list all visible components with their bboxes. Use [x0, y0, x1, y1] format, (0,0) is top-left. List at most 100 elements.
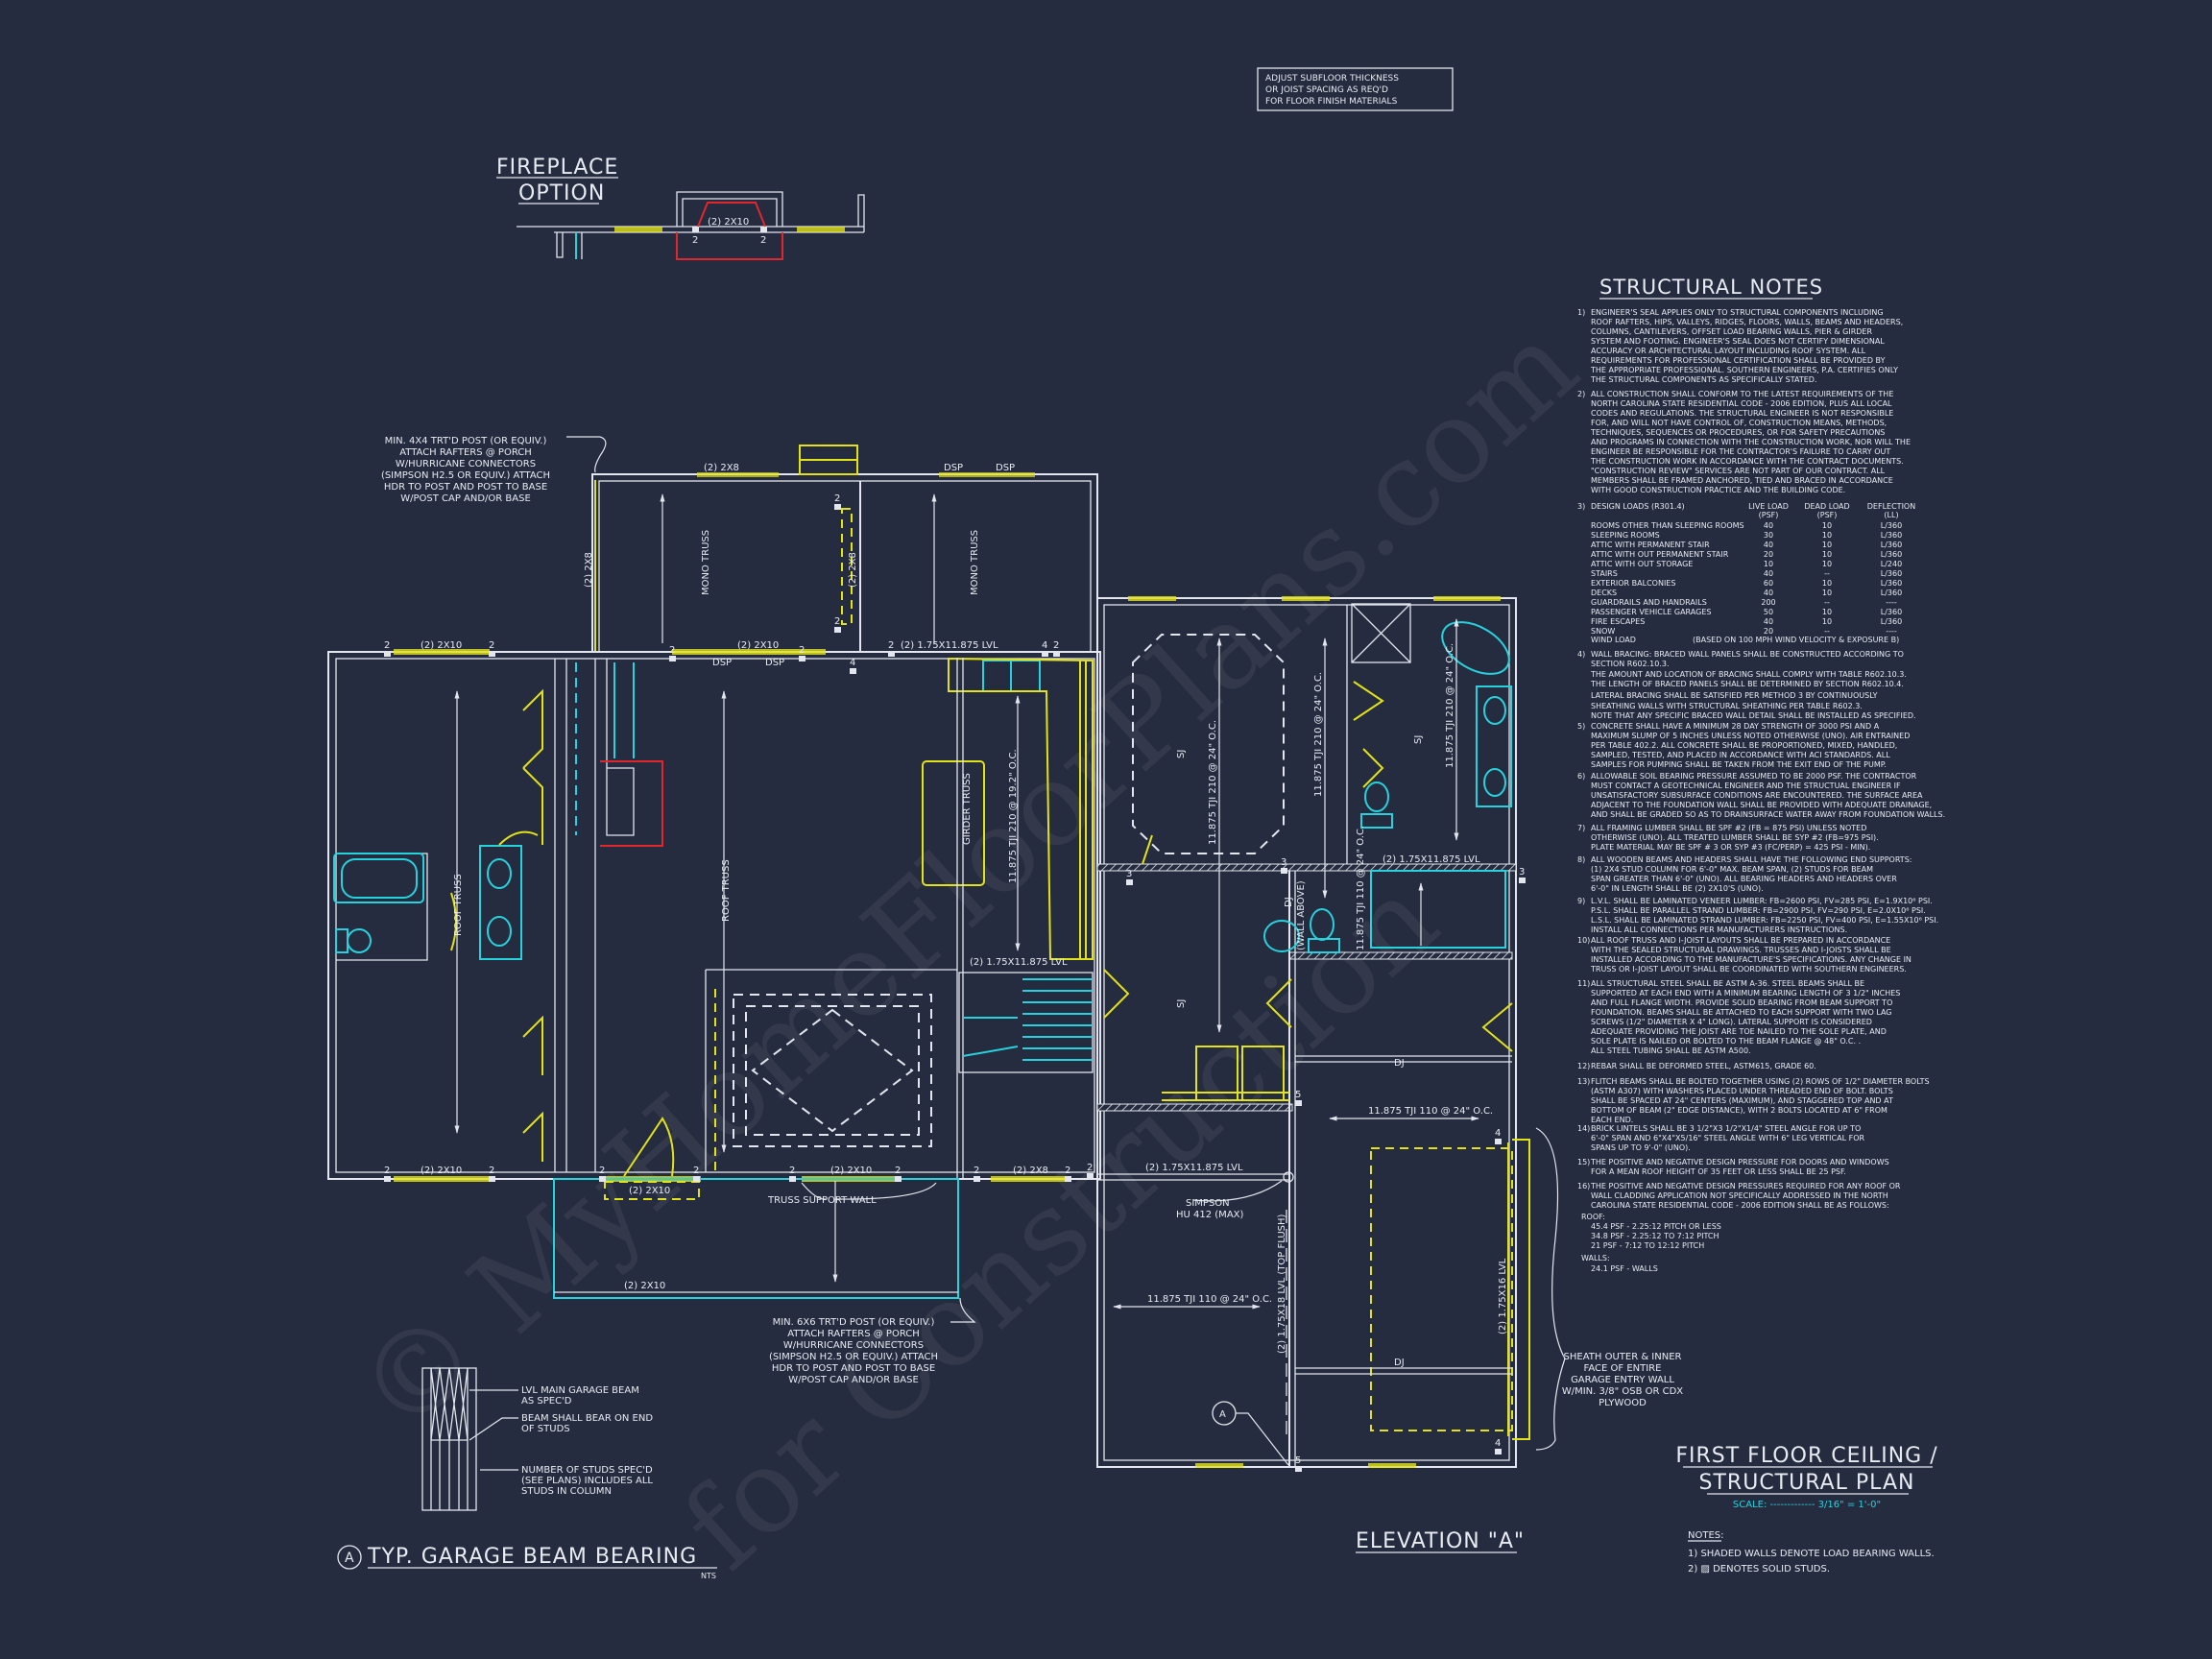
beam-label: (2) 1.75x11.875 LVL	[901, 640, 998, 651]
note-line: 21 PSF - 7:12 TO 12:12 PITCH	[1591, 1241, 1704, 1250]
table-header: (PSF)	[1817, 511, 1838, 519]
note-number: 6)	[1577, 772, 1585, 781]
beam-label: (2) 1.75x11.875 LVL	[1145, 1163, 1243, 1173]
note-line: 24.1 PSF - WALLS	[1591, 1264, 1658, 1273]
dsp-label: DSP	[996, 463, 1015, 473]
structural-notes: STRUCTURAL NOTES 1)ENGINEER'S SEAL APPLI…	[1577, 276, 1945, 1273]
table-cell: ATTIC WITH PERMANENT STAIR	[1591, 541, 1710, 549]
solid-stud-marker	[489, 1176, 495, 1182]
note-line: ADEQUATE PROVIDING THE JOIST ARE TOE NAI…	[1591, 1027, 1887, 1036]
note-line: PER TABLE 402.2. ALL CONCRETE SHALL BE P…	[1591, 741, 1897, 750]
note-line: TRUSS OR I-JOIST LAYOUT SHALL BE COORDIN…	[1590, 965, 1907, 974]
mono-truss-label: MONO TRUSS	[970, 530, 980, 595]
girder-truss-label: GIRDER TRUSS	[962, 773, 973, 845]
note-line: NORTH CAROLINA STATE RESIDENTIAL CODE - …	[1591, 399, 1892, 408]
detail-label: LVL MAIN GARAGE BEAM	[521, 1385, 639, 1396]
detail-label: NUMBER OF STUDS SPEC'D	[521, 1465, 653, 1476]
note-line: SHEATHING WALLS WITH STRUCTURAL SHEATHIN…	[1591, 702, 1863, 710]
note-number: 1)	[1577, 308, 1585, 317]
table-cell: L/360	[1881, 541, 1902, 549]
note-number: 9)	[1577, 897, 1585, 905]
stud-count: 2	[789, 1166, 795, 1176]
note-line: P.S.L. SHALL BE PARALLEL STRAND LUMBER: …	[1591, 906, 1926, 915]
note-line: 2) ▨ DENOTES SOLID STUDS.	[1688, 1564, 1830, 1575]
stud-count: 2	[974, 1166, 979, 1176]
note-line: MIN. 6x6 TRT'D POST (OR EQUIV.)	[773, 1317, 935, 1328]
stud-count: 2	[834, 493, 840, 504]
table-cell: L/360	[1881, 608, 1902, 616]
note-line: LATERAL BRACING SHALL BE SATISFIED PER M…	[1591, 691, 1878, 700]
truss-support-wall-label: TRUSS SUPPORT WALL	[767, 1195, 877, 1206]
table-cell: 10	[1822, 579, 1832, 588]
note-line: AND PROGRAMS IN CONNECTION WITH THE CONS…	[1591, 438, 1911, 446]
note-line: OR JOIST SPACING AS REQ'D	[1265, 85, 1388, 95]
note-number: 5)	[1577, 722, 1585, 731]
note-number: 8)	[1577, 855, 1585, 864]
detail-title: TYP. GARAGE BEAM BEARING	[367, 1545, 697, 1569]
stud-count: 5	[1295, 1455, 1301, 1466]
solid-stud-marker	[669, 656, 676, 661]
table-cell: --	[1824, 569, 1830, 578]
note-line: WALL BRACING: BRACED WALL PANELS SHALL B…	[1591, 650, 1904, 659]
roof-truss-label: ROOF TRUSS	[453, 874, 464, 936]
note-line: AND SHALL BE GRADED SO AS TO DRAINSURFAC…	[1591, 810, 1945, 819]
stud-count: 4	[1042, 640, 1047, 651]
table-cell: FIRE ESCAPES	[1591, 617, 1645, 626]
wall-above-label: (WALL ABOVE)	[1296, 880, 1307, 950]
note-line: WALLS:	[1581, 1254, 1610, 1262]
dj-label: DJ	[1394, 1358, 1405, 1368]
note-line: TECHNIQUES, SEQUENCES OR PROCEDURES, OR …	[1590, 428, 1885, 437]
note-line: ADJACENT TO THE FOUNDATION WALL SHALL BE…	[1591, 801, 1932, 809]
table-cell: L/360	[1881, 617, 1902, 626]
subfloor-note: ADJUST SUBFLOOR THICKNESS OR JOIST SPACI…	[1257, 67, 1454, 111]
note-line: w/POST CAP AND/OR BASE	[400, 493, 531, 504]
note-line: FOUNDATION. BEAMS SHALL BE ATTACHED TO E…	[1591, 1008, 1892, 1017]
table-header: (LL)	[1884, 511, 1898, 519]
solid-stud-marker	[1495, 1139, 1502, 1144]
table-cell: SNOW	[1591, 627, 1615, 636]
front-porch-post-note: MIN. 6x6 TRT'D POST (OR EQUIV.) ATTACH R…	[769, 1297, 976, 1385]
stud-count: 2	[1087, 1163, 1093, 1173]
table-title: DESIGN LOADS (R301.4)	[1591, 502, 1685, 511]
note-line: SPAN GREATER THAN 6'-0" (UNO). ALL BEARI…	[1591, 875, 1897, 883]
table-cell: 40	[1764, 617, 1773, 626]
header-label: (2) 2x8	[704, 463, 739, 473]
solid-stud-marker	[599, 1176, 606, 1182]
note-line: INSTALL ALL CONNECTIONS PER MANUFACTURER…	[1591, 926, 1847, 934]
note-line: FOR FLOOR FINISH MATERIALS	[1265, 97, 1398, 107]
note-line: WITH GOOD CONSTRUCTION PRACTICE AND THE …	[1591, 486, 1845, 494]
header-label: (2) 2x8	[848, 552, 858, 588]
notes-heading: NOTES:	[1688, 1530, 1724, 1541]
note-line: SHALL BE SPACED AT 24" CENTERS (MAXIMUM)…	[1591, 1096, 1893, 1105]
note-line: ALL FRAMING LUMBER SHALL BE SPF #2 (Fb =…	[1591, 824, 1866, 832]
header-label: (2) 2x10	[421, 640, 462, 651]
note-line: EACH END.	[1591, 1116, 1633, 1124]
stud-count: 2	[888, 640, 894, 651]
beam-label: (2) 1.75x11.875 LVL	[970, 957, 1068, 968]
solid-stud-marker	[384, 651, 391, 657]
table-header: DEFLECTION	[1867, 502, 1915, 511]
solid-stud-marker	[1495, 1449, 1502, 1455]
stud-count: 2	[489, 640, 494, 651]
note-line: NOTE THAT ANY SPECIFIC BRACED WALL DETAI…	[1591, 711, 1916, 720]
note-line: ALL WOODEN BEAMS AND HEADERS SHALL HAVE …	[1591, 855, 1911, 864]
note-line: REBAR SHALL BE DEFORMED STEEL, ASTM615, …	[1591, 1062, 1816, 1070]
solid-stud-marker	[1519, 878, 1526, 883]
sj-label: SJ	[1176, 750, 1187, 758]
stud-count: 2	[1053, 640, 1059, 651]
stud-count: 2	[599, 1166, 605, 1176]
note-line: SCREWS (1/2" DIAMETER x 4" LONG). LATERA…	[1591, 1018, 1872, 1026]
note-line: ADJUST SUBFLOOR THICKNESS	[1265, 74, 1399, 84]
note-line: 34.8 PSF - 2.25:12 TO 7:12 PITCH	[1591, 1232, 1719, 1240]
note-line: ENGINEER BE RESPONSIBLE FOR THE CONTRACT…	[1591, 447, 1890, 456]
note-line: ALL STRUCTURAL STEEL SHALL BE ASTM A-36.…	[1591, 979, 1864, 988]
note-line: THE STRUCTURAL COMPONENTS AS SPECIFICALL…	[1590, 375, 1817, 384]
rear-porch-post-note: MIN. 4x4 TRT'D POST (OR EQUIV.) ATTACH R…	[381, 436, 607, 504]
note-line: PLYWOOD	[1599, 1398, 1647, 1408]
stud-count: 5	[1295, 1090, 1301, 1100]
note-line: ATTACH RAFTERS @ PORCH	[399, 447, 532, 458]
note-line: BRICK LINTELS SHALL BE 3 1/2"x3 1/2"x1/4…	[1591, 1124, 1861, 1133]
note-number: 10)	[1577, 936, 1590, 945]
note-line: "CONSTRUCTION REVIEW" SERVICES ARE NOT P…	[1591, 467, 1886, 475]
